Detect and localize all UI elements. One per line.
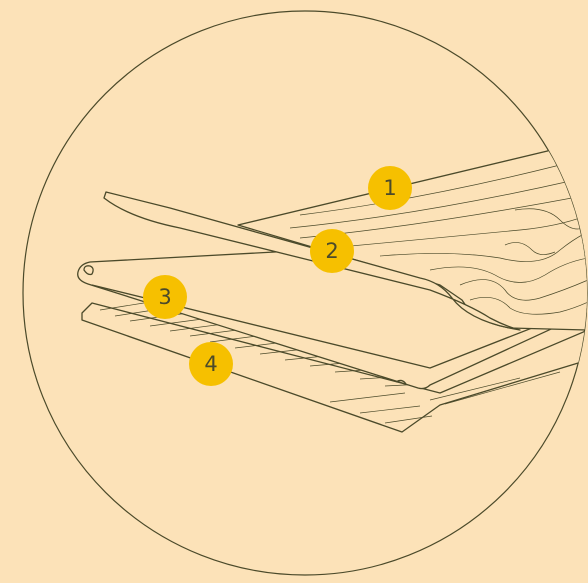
layer-marker-1: 1 — [368, 166, 412, 210]
layer-marker-2: 2 — [310, 229, 354, 273]
layer-marker-4: 4 — [189, 342, 233, 386]
layer-marker-3: 3 — [143, 275, 187, 319]
